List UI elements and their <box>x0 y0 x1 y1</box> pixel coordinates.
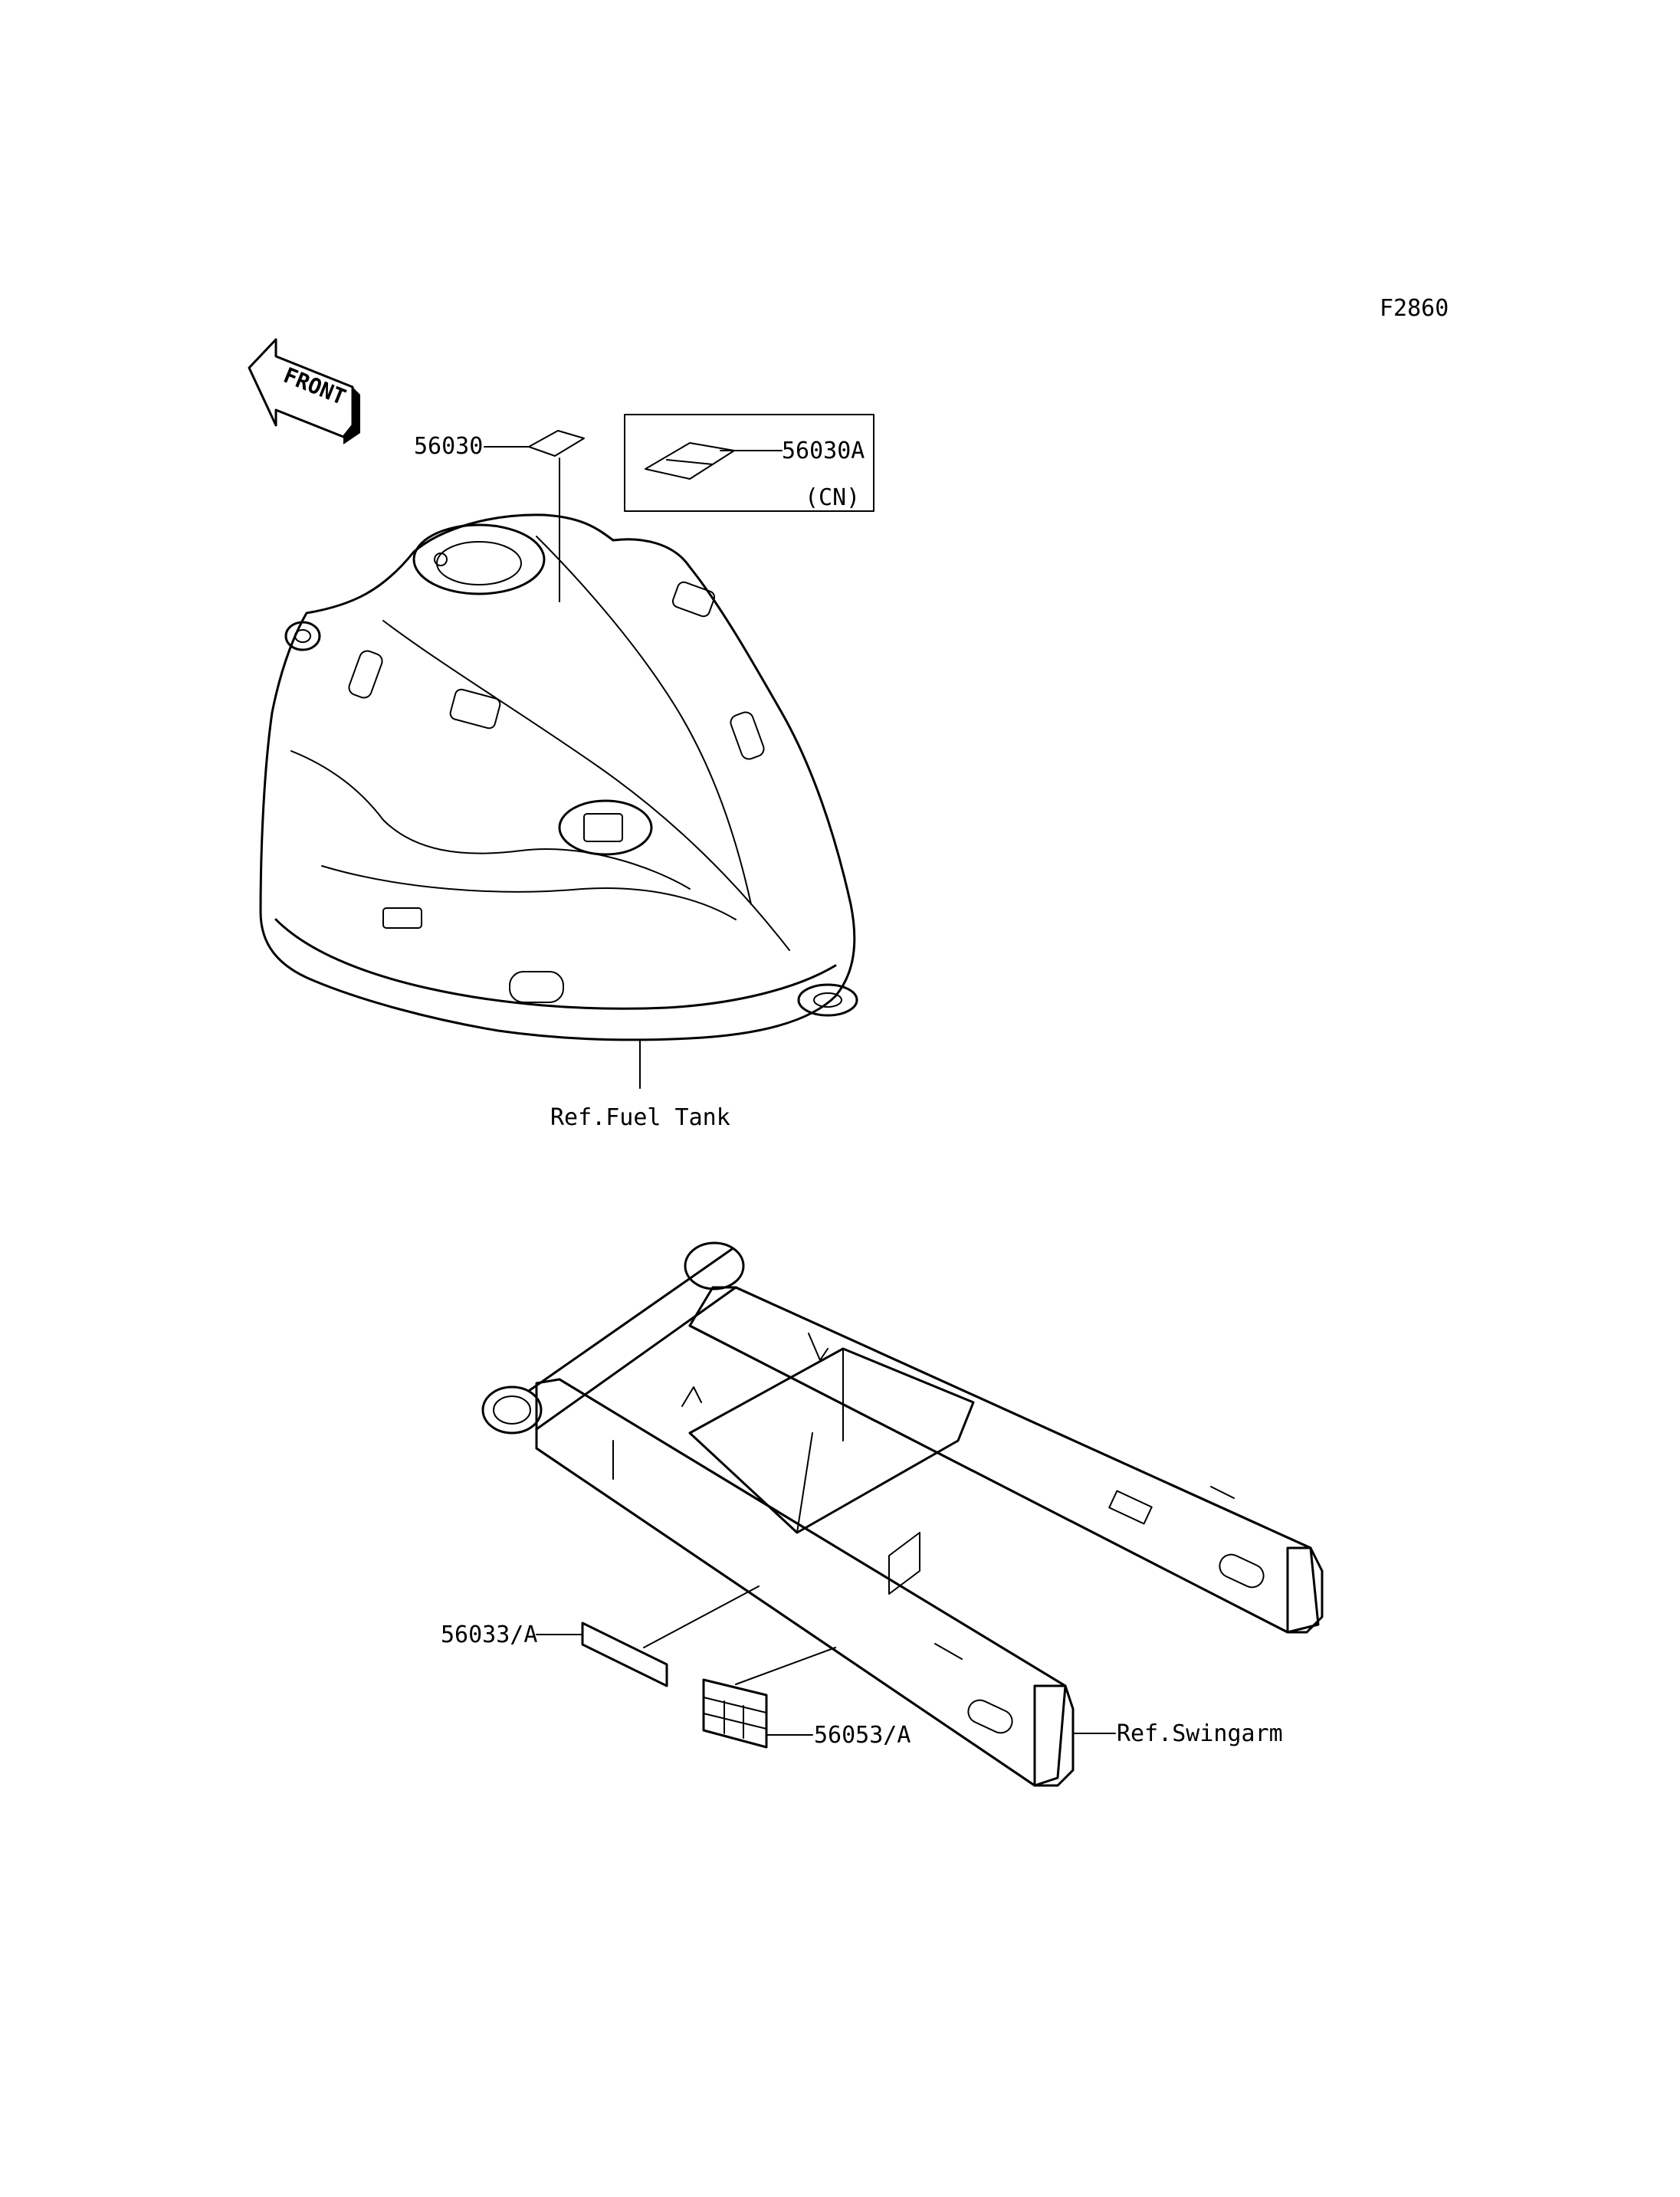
callout-56030A: 56030A <box>782 438 865 464</box>
decal-56030A-icon <box>645 442 735 480</box>
decal-56033-icon <box>581 1622 668 1687</box>
swingarm-drawing <box>481 1241 1324 1787</box>
callout-56030: 56030 <box>414 433 483 460</box>
inset-box-cn <box>624 414 874 512</box>
ref-swingarm: Ref.Swingarm <box>1117 1720 1283 1747</box>
callout-cn: (CN) <box>805 484 860 511</box>
front-arrow-icon: FRONT <box>248 338 360 444</box>
callout-56053: 56053/A <box>814 1722 911 1749</box>
decal-56053-icon <box>702 1678 768 1749</box>
callout-56033: 56033/A <box>441 1622 537 1648</box>
diagram-code: F2860 <box>1380 295 1449 322</box>
ref-fuel-tank: Ref.Fuel Tank <box>550 1104 730 1131</box>
decal-56030-icon <box>528 430 585 457</box>
fuel-tank-drawing <box>259 513 858 1041</box>
